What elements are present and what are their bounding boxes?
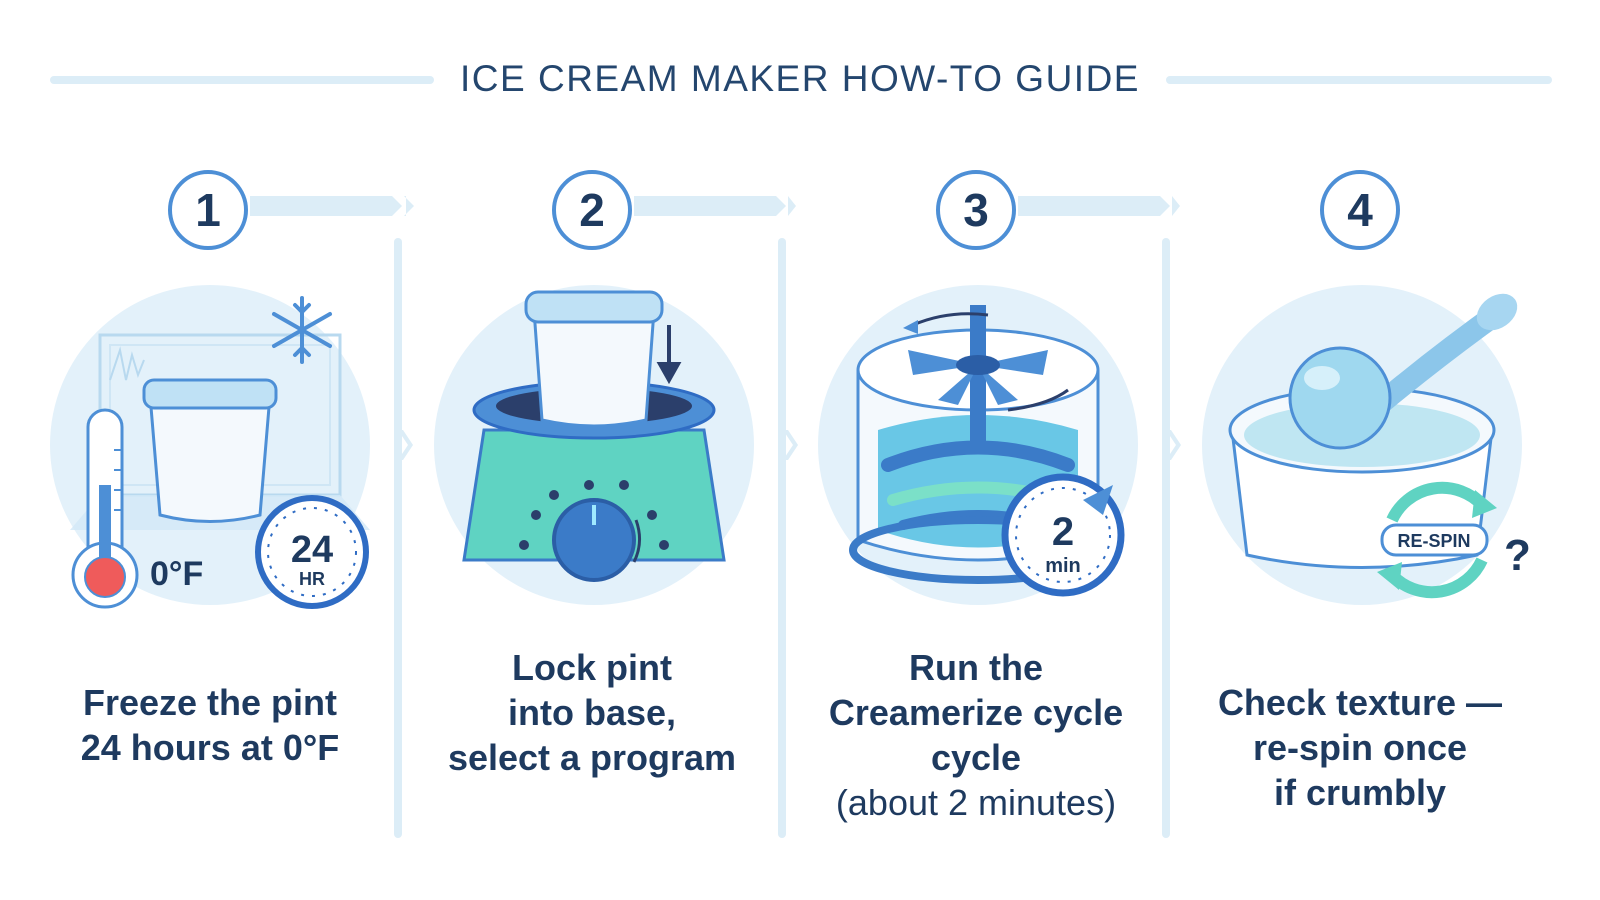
header: ICE CREAM MAKER HOW-TO GUIDE [0,50,1600,110]
step-4-text: Check texture — re-spin once if crumbly [1170,680,1550,815]
text-line: (about 2 minutes) [835,782,1117,823]
step-4-badge: 4 [1320,170,1400,250]
text-line: Check texture — [1217,682,1503,723]
text-line: Run the [909,647,1043,688]
snowflake-icon [272,296,332,364]
scoop-icon [1288,346,1392,450]
text-line: 24 hours at 0°F [80,727,340,768]
track-segment-2 [634,196,786,216]
chevron-icon [1166,430,1181,460]
timer-value: 2 [1052,510,1074,554]
question-icon: ? [1504,531,1531,580]
text-line: Freeze the pint [82,682,338,723]
timer-icon: 24 HR [255,495,369,609]
chevron-icon [398,430,413,460]
step-3-illustration: 2 min [818,285,1138,605]
pint-icon [142,378,278,523]
text-line: if crumbly [1273,772,1447,813]
blade-icon [908,305,1048,445]
respin-label: RE-SPIN [1397,531,1470,551]
step-divider [394,238,402,838]
text-line: Lock pint [512,647,672,688]
thermometer-icon [71,408,139,609]
track-segment-1 [250,196,402,216]
step-divider [778,238,786,838]
respin-icon: RE-SPIN [1377,481,1497,599]
down-arrow-icon [656,325,682,385]
text-line: Creamerize cycle [828,692,1124,733]
dial-icon [552,498,641,582]
timer-unit: HR [299,569,325,589]
chevron-icon [783,430,798,460]
header-rule-right [1166,76,1552,84]
timer-icon: 2 min [1001,473,1125,597]
step-1-illustration: 0°F 24 HR [50,285,370,609]
step-1-text: Freeze the pint 24 hours at 0°F [20,680,400,770]
text-line: re-spin once [1252,727,1468,768]
text-line: into base, [507,692,677,733]
text-line: cycle [930,737,1022,778]
step-divider [1162,238,1170,838]
step-2-badge: 2 [552,170,632,250]
timer-unit: min [1045,555,1081,577]
track-segment-3 [1018,196,1170,216]
temp-label: 0°F [150,555,203,593]
step-2-text: Lock pint into base, select a program [402,645,782,780]
step-3-badge: 3 [936,170,1016,250]
timer-value: 24 [291,529,333,571]
pint-icon [524,290,664,428]
step-4-illustration: RE-SPIN ? [1202,285,1531,605]
step-2-illustration [434,285,754,605]
step-1-badge: 1 [168,170,248,250]
text-line: select a program [447,737,737,778]
step-3-text: Run the Creamerize cycle cycle (about 2 … [786,645,1166,825]
page-title: ICE CREAM MAKER HOW-TO GUIDE [460,58,1140,99]
header-rule-left [50,76,434,84]
